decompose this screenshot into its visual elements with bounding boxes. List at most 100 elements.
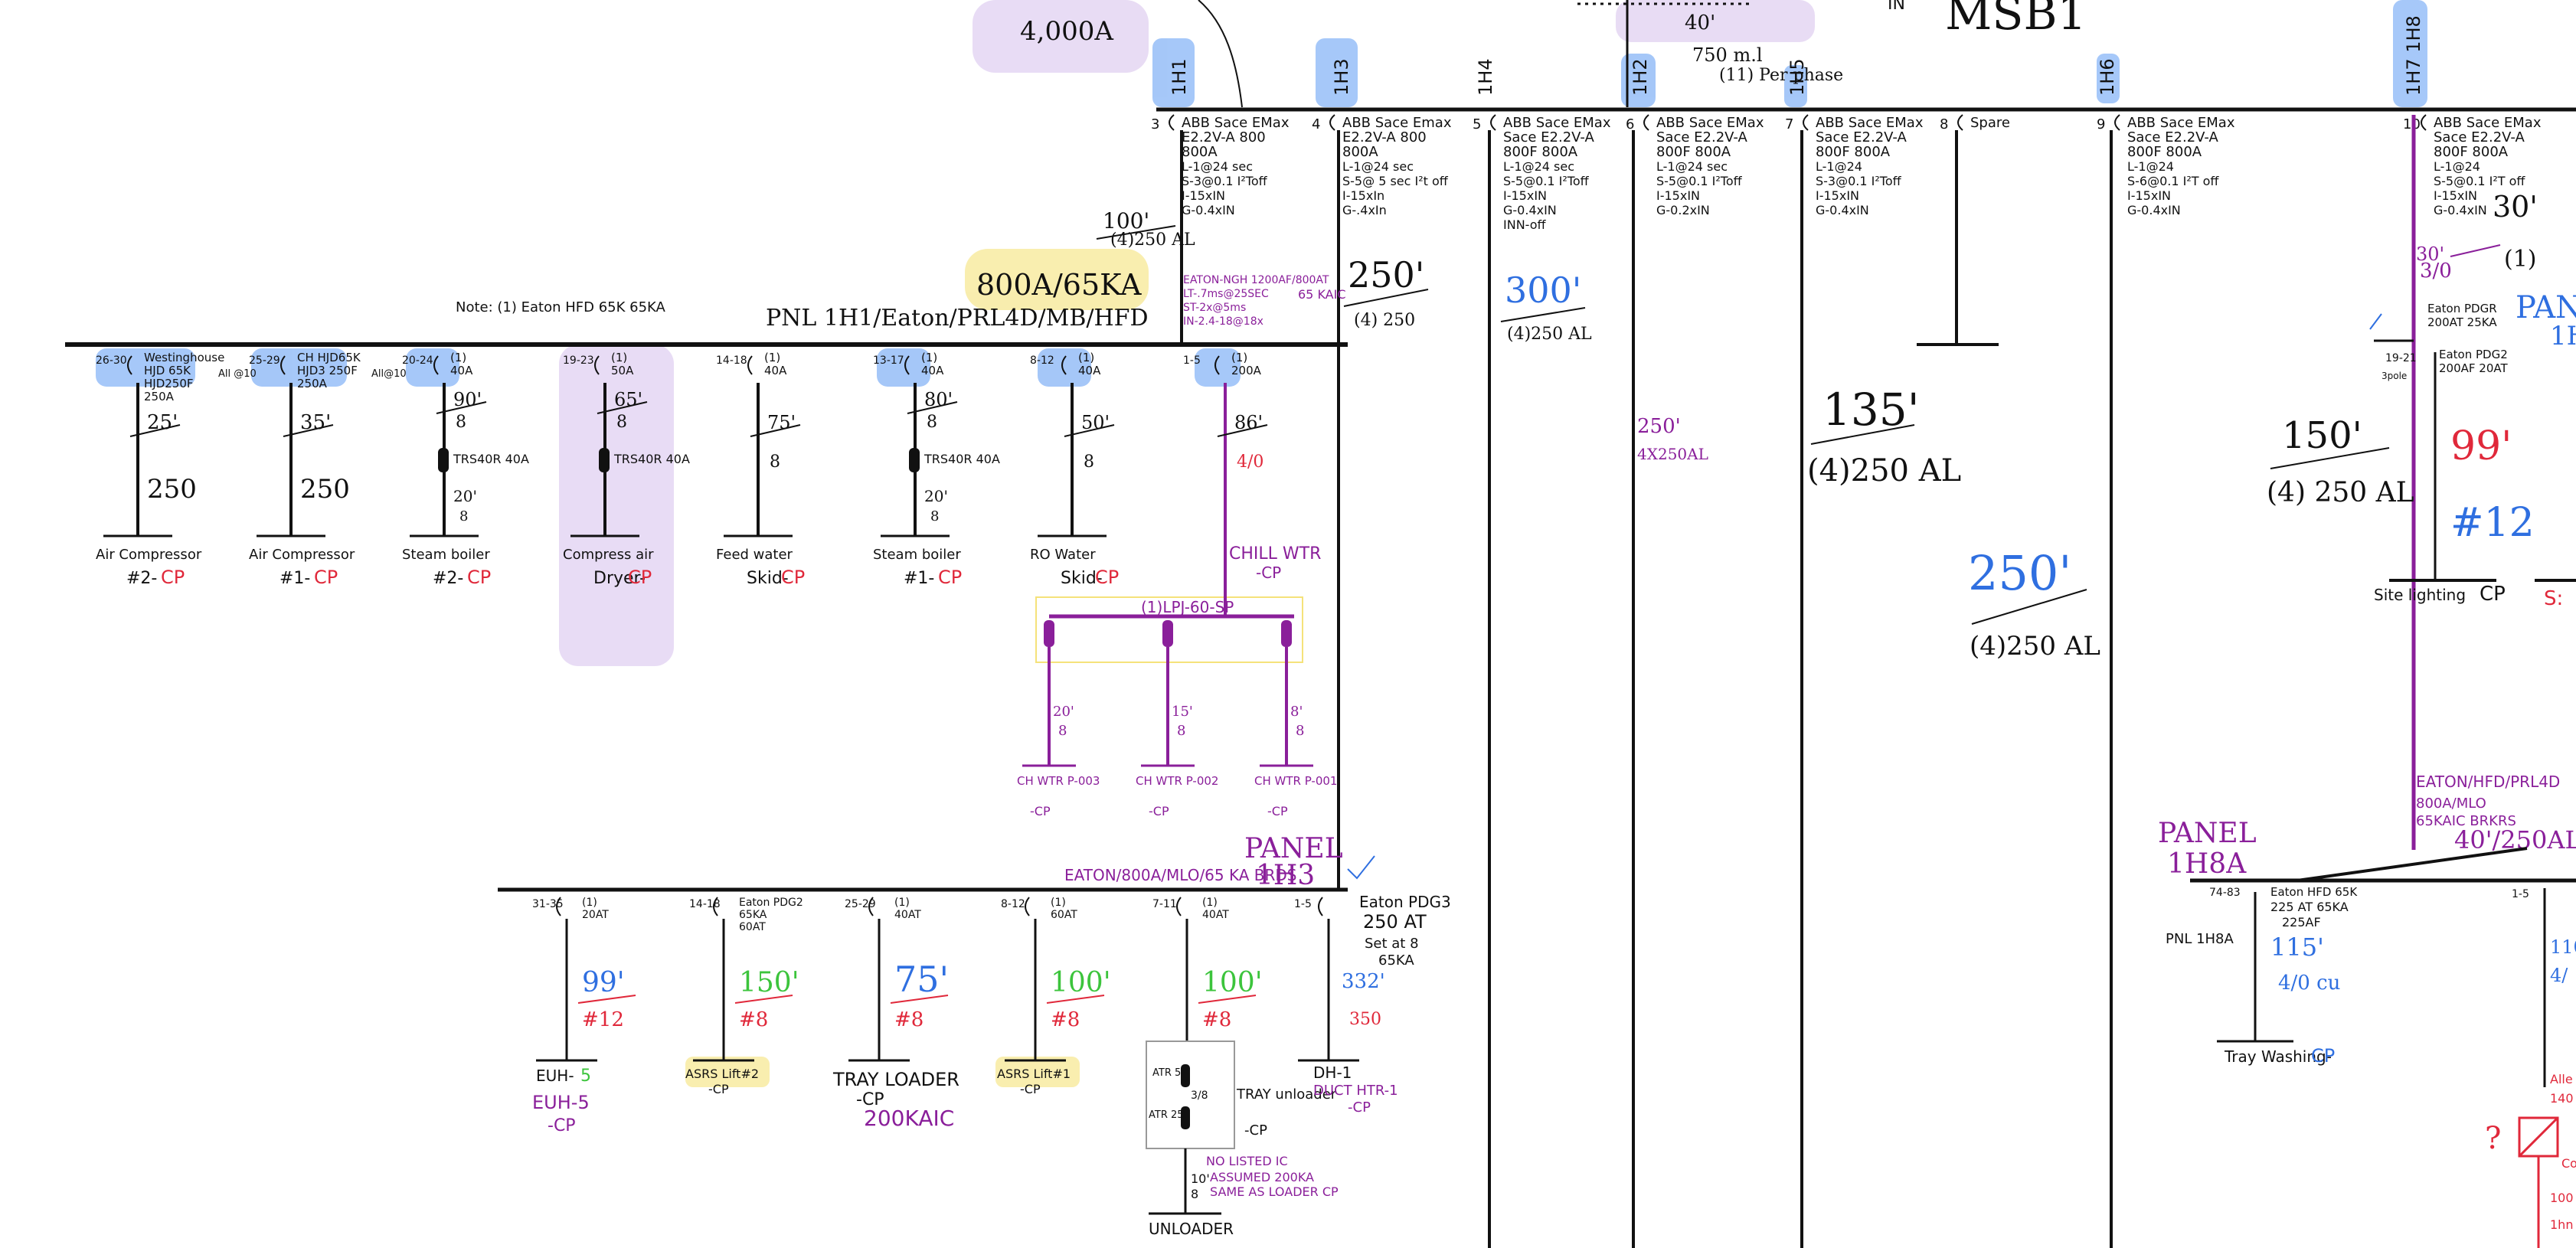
main-breaker-line: G-0.4xIN xyxy=(1182,203,1235,217)
load-cp: -CP xyxy=(1244,1122,1267,1139)
unloader-len: 10' xyxy=(1191,1171,1210,1186)
load-cp: CP xyxy=(628,567,652,588)
load-tag: Skid- xyxy=(1061,569,1103,588)
main-breaker-pos: 3 xyxy=(1151,116,1159,132)
pump-name: CH WTR P-002 xyxy=(1136,774,1218,788)
panel-1h8a-breaker-1: Eaton HFD 65K xyxy=(2270,885,2358,899)
main-breaker-line: S-5@0.1 I²Toff xyxy=(1503,174,1590,188)
load-name: TRAY LOADER xyxy=(832,1069,959,1090)
main-breaker-line: 800A xyxy=(1342,144,1378,160)
right-panel-tag-1: PAN xyxy=(2516,290,2576,325)
load-breaker: (1) xyxy=(450,351,466,364)
main-breaker-pos: 7 xyxy=(1785,116,1793,132)
load-length: 25' xyxy=(147,411,178,434)
f8-len: 30' xyxy=(2416,243,2444,265)
breaker-tag-1h2: 1H2 xyxy=(1630,58,1651,96)
load-pos: 19-23 xyxy=(563,354,594,367)
load-breaker: (1) xyxy=(894,897,910,909)
pump-cp: -CP xyxy=(1149,804,1169,818)
breaker-symbol xyxy=(1061,355,1067,375)
load-cp: -CP xyxy=(856,1090,884,1109)
unloader-cable: 8 xyxy=(1191,1187,1198,1201)
check-mark-1h3 xyxy=(1347,855,1375,880)
load-tag: -CP xyxy=(1256,564,1281,582)
panel-1h8a-pos: 74-83 xyxy=(2209,887,2241,899)
breaker-tag-1h3: 1H3 xyxy=(1331,58,1352,96)
panel-1h8a-title-2: 1H8A xyxy=(2167,848,2247,880)
highlight-load7-blue xyxy=(1038,348,1091,387)
load-cable-2: 8 xyxy=(930,508,939,524)
highlight-1h1-blue xyxy=(1152,38,1195,107)
load-name: RO Water xyxy=(1030,547,1096,563)
main-breaker-line: 800F 800A xyxy=(1503,144,1578,160)
panel-1h3-main-len: 332' xyxy=(1342,970,1385,993)
main-breaker-line: G-.4xIn xyxy=(1342,203,1387,217)
load-length: 80' xyxy=(924,389,953,410)
main-breaker-pos: 6 xyxy=(1626,116,1634,132)
load-breaker: (1) xyxy=(1078,351,1094,364)
load-breaker: (1) xyxy=(921,351,937,364)
panel-1h3: PANEL 1H3 EATON/800A/MLO/65 KA BRDS Eato… xyxy=(498,833,1451,1029)
load-breaker: (1) xyxy=(582,897,597,909)
unloader-note-1: NO LISTED IC xyxy=(1206,1154,1288,1168)
breaker-symbol xyxy=(1025,897,1030,916)
main-breaker-pos: 8 xyxy=(1940,116,1948,132)
pump-cable-size: 8 xyxy=(1058,723,1067,739)
load-tick xyxy=(1064,424,1115,437)
main-breaker-line: ABB Sace EMax xyxy=(1816,115,1924,131)
load-name: CHILL WTR xyxy=(1229,544,1321,564)
breaker-symbol xyxy=(747,355,753,375)
main-breaker-line: S-3@0.1 I²Toff xyxy=(1182,174,1268,188)
switchboard-title: MSB1 xyxy=(1945,0,2087,41)
unloader-note-2: ASSUMED 200KA xyxy=(1210,1170,1314,1184)
transformer-label: TRS40R 40A xyxy=(453,452,529,466)
f8-size: 3/0 xyxy=(2420,260,2452,283)
main-breaker-line: G-0.2xIN xyxy=(1656,203,1710,217)
load-breaker: (1) xyxy=(1202,897,1218,909)
load-cable-size: 250 xyxy=(300,474,350,505)
main-breaker-line: Sace E2.2V-A xyxy=(2434,129,2525,145)
breaker-tag-1h6: 1H6 xyxy=(2097,58,2118,96)
load-length: 86' xyxy=(1234,412,1263,433)
right-len: 99' xyxy=(2450,423,2512,469)
load-tick xyxy=(750,424,801,437)
load-cable-size: 8 xyxy=(770,452,780,472)
f1-len: 100' xyxy=(1103,208,1149,234)
main-breaker-pos: 5 xyxy=(1473,116,1481,132)
highlight-load1-blue xyxy=(96,348,195,387)
red-note-5: 1hn xyxy=(2550,1217,2573,1232)
main-breaker-line: I-15xIN xyxy=(2434,188,2477,203)
load-breaker: Eaton PDG2 xyxy=(739,897,803,909)
msb1-section: 4,000A MSB1 IN 40' 750 m.l (11) Per phas… xyxy=(1020,0,2576,112)
load-breaker: 40AT xyxy=(1202,909,1229,921)
right-cp: CP xyxy=(2480,583,2506,606)
main-breaker-line: INN-off xyxy=(1503,217,1547,232)
highlight-top-purple xyxy=(973,0,1149,73)
right-poles: 3pole xyxy=(2381,371,2407,381)
breaker-symbol xyxy=(1176,897,1182,916)
unloader-note-3: SAME AS LOADER CP xyxy=(1210,1184,1339,1199)
pump-name: CH WTR P-003 xyxy=(1017,774,1100,788)
load-cp: -CP xyxy=(1348,1099,1371,1116)
highlight-load8-blue xyxy=(1195,348,1241,387)
f4-len: 250' xyxy=(1637,415,1681,438)
main-breaker-line: S-5@0.1 I²T off xyxy=(2434,174,2525,188)
load-pos: 20-24 xyxy=(402,354,433,367)
breaker-symbol xyxy=(1214,355,1220,375)
load-name: DH-1 xyxy=(1313,1063,1352,1082)
panel-1h8a-cable: 4/0 cu xyxy=(2278,972,2340,995)
load-tick xyxy=(129,424,181,437)
load-length: 65' xyxy=(614,389,642,410)
load-breaker: 40A xyxy=(921,364,944,377)
panel-1h1-aic: 65 KAIC xyxy=(1298,287,1346,302)
highlight-1h3-blue xyxy=(1316,38,1358,107)
breaker-symbol xyxy=(2421,114,2427,131)
